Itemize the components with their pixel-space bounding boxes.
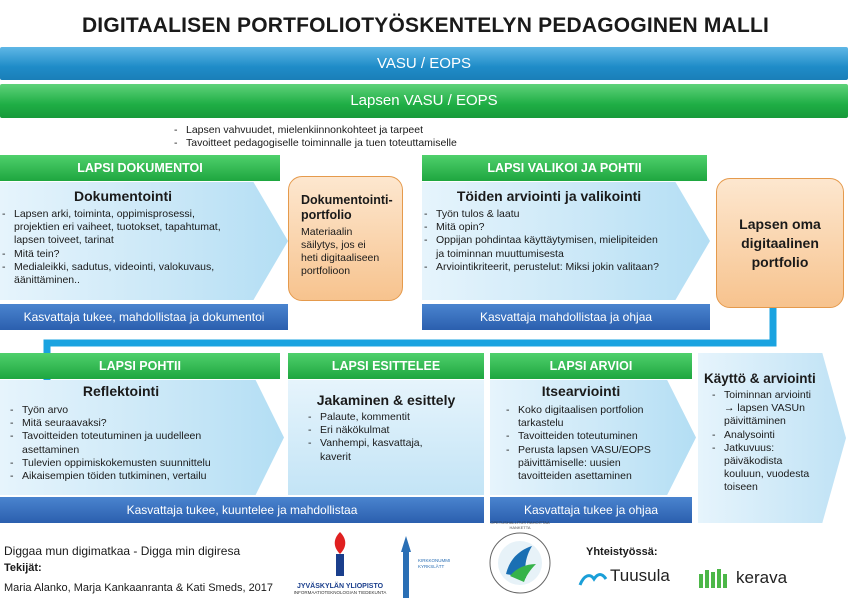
section-title: Reflektointi [82,383,160,399]
list-item: Mitä opin? [422,221,666,234]
list-item: Eri näkökulmat [306,424,456,437]
list-item: Analysointi [710,429,818,442]
section-body-reflect: Reflektointi Työn arvo Mitä seuraavaksi?… [0,380,284,495]
list-item: Lapsen arki, toiminta, oppimisprosessi, … [0,208,232,248]
vasu-eops-bar: VASU / EOPS [0,47,848,80]
section-head-reflect: LAPSI POHTII [0,353,280,379]
jyu-logo: JYVÄSKYLÄN YLIOPISTO INFORMAATIOTEKNOLOG… [290,528,390,604]
section-foot-select: Kasvattaja mahdollistaa ja ohjaa [422,304,710,330]
section-title: Itsearviointi [541,383,621,399]
section-list: Toiminnan arviointi → lapsen VASUn päivi… [710,389,818,495]
section-body-present: Jakaminen & esittely Palaute, kommentit … [288,380,484,495]
list-item: Perusta lapsen VASU/EOPS päivittämiselle… [504,444,664,484]
doc-portfolio-text: Materiaalin säilytys, jos ei heti digita… [301,226,380,277]
authors-label: Tekijät: [4,562,42,574]
list-item: Mitä tein? [0,248,232,261]
page-title: DIGITAALISEN PORTFOLIOTYÖSKENTELYN PEDAG… [81,14,770,37]
own-portfolio-text: Lapsen oma digitaalinen portfolio [739,215,821,270]
section-head-present: LAPSI ESITTELEE [288,353,484,379]
list-item: Koko digitaalisen portfolion tarkastelu [504,404,664,430]
section-foot-reflect-present: Kasvattaja tukee, kuuntelee ja mahdollis… [0,497,484,523]
jyu-name: JYVÄSKYLÄN YLIOPISTO [296,583,384,590]
doc-portfolio-title: Dokumentointi-portfolio [301,193,393,222]
child-vasu-bar: Lapsen VASU / EOPS [0,84,848,118]
list-item: Medialeikki, sadutus, videointi, valokuv… [0,261,232,287]
section-body-select: Töiden arviointi ja valikointi Työn tulo… [422,182,710,300]
kerava-logo: kerava [698,568,828,592]
section-title: Dokumentointi [74,188,172,204]
intro-item: Lapsen vahvuudet, mielenkiinnonkohteet j… [172,124,572,137]
list-item: Aikaisempien töiden tutkiminen, vertailu [8,470,258,483]
torch-icon [334,532,346,576]
section-title: Käyttö & arviointi [704,371,816,386]
intro-list: Lapsen vahvuudet, mielenkiinnonkohteet j… [172,124,572,151]
cooperation-label: Yhteistyössä: [586,546,658,558]
section-foot-evaluate: Kasvattaja tukee ja ohjaa [490,497,692,523]
oph-circle-icon [489,532,551,594]
section-body-documents: Dokumentointi Lapsen arki, toiminta, opp… [0,182,288,300]
section-title: Töiden arviointi ja valikointi [456,188,642,204]
section-list: Työn arvo Mitä seuraavaksi? Tavoitteiden… [8,404,258,483]
list-item: Toiminnan arviointi → lapsen VASUn päivi… [710,389,818,429]
list-item: Palaute, kommentit [306,411,456,424]
list-item: Työn arvo [8,404,258,417]
kirkkonummi-logo: KIRKKONUMMI KYRKSLÄTT [394,536,454,604]
section-list: Työn tulos & laatu Mitä opin? Oppijan po… [422,208,666,274]
section-body-use: Käyttö & arviointi Toiminnan arviointi →… [698,353,846,523]
list-item: Jatkuvuus: päiväkodista kouluun, vuodest… [710,442,818,495]
section-list: Palaute, kommentit Eri näkökulmat Vanhem… [306,411,456,464]
authors: Maria Alanko, Marja Kankaanranta & Kati … [4,582,274,594]
tuusula-name: Tuusula [610,566,670,585]
section-foot-documents: Kasvattaja tukee, mahdollistaa ja dokume… [0,304,288,330]
tuusula-logo: Tuusula [578,565,682,591]
list-item: Tavoitteiden toteutuminen ja uudelleen a… [8,430,258,456]
tuusula-wave-icon [578,573,608,586]
section-list: Koko digitaalisen portfolion tarkastelu … [504,404,664,483]
section-head-evaluate: LAPSI ARVIOI [490,353,692,379]
list-item: Vanhempi, kasvattaja, kaverit [306,437,456,463]
list-item: Mitä seuraavaksi? [8,417,258,430]
list-item: Arviointikriteerit, perustelut: Miksi jo… [422,261,666,274]
section-title: Jakaminen & esittely [316,392,456,408]
section-head-select: LAPSI VALIKOI JA POHTII [422,155,707,181]
list-item: Tavoitteiden toteutuminen [504,430,664,443]
opetushallitus-logo: OPETUSHALLITUS RAHOITTAA HANKETTA [480,520,560,606]
documentation-portfolio-box: Dokumentointi-portfolio Materiaalin säil… [288,176,403,301]
list-item: Työn tulos & laatu [422,208,666,221]
oph-ring-text: OPETUSHALLITUS RAHOITTAA HANKETTA [490,520,550,530]
kerava-name: kerava [736,568,788,587]
section-list: Lapsen arki, toiminta, oppimisprosessi, … [0,208,232,287]
section-head-documents: LAPSI DOKUMENTOI [0,155,280,181]
list-item: Oppijan pohdintaa käyttäytymisen, mielip… [422,234,666,260]
kerava-stripes-icon [699,569,727,588]
project-name: Diggaa mun digimatkaa - Digga min digire… [4,544,241,558]
intro-item: Tavoitteet pedagogiselle toiminnalle ja … [172,137,572,150]
church-tower-icon [401,536,411,598]
kirkkonummi-name: KIRKKONUMMI KYRKSLÄTT [418,558,451,569]
list-item: Tulevien oppimiskokemusten suunnittelu [8,457,258,470]
section-body-evaluate: Itsearviointi Koko digitaalisen portfoli… [490,380,696,495]
jyu-faculty: INFORMAATIOTEKNOLOGIAN TIEDEKUNTA [293,590,387,595]
own-portfolio-box: Lapsen oma digitaalinen portfolio [716,178,844,308]
